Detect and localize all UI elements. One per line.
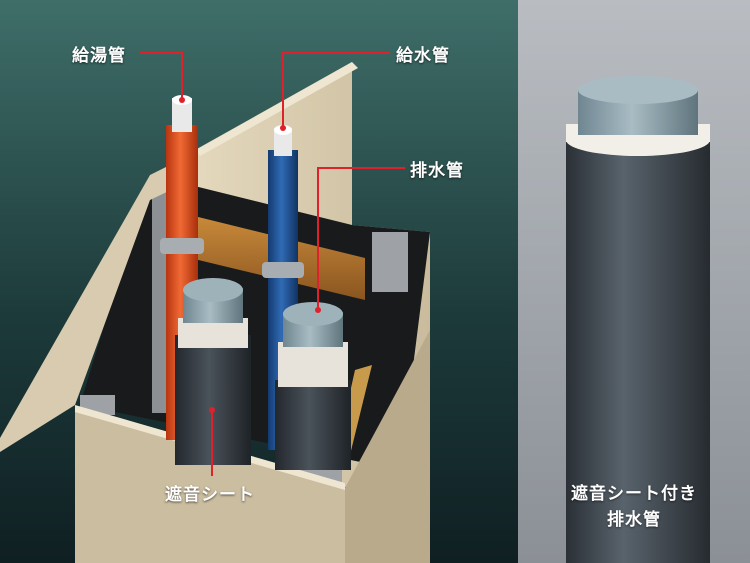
label-sound-sheet: 遮音シート <box>165 485 255 505</box>
label-hot-water-pipe: 給湯管 <box>72 46 126 66</box>
water-supply-pipe-end <box>274 128 292 156</box>
drain-pipe-1-top <box>183 278 243 302</box>
label-product-line1: 遮音シート付き <box>571 484 697 504</box>
leader-drain <box>317 167 405 310</box>
drain-pipe-2-top <box>283 302 343 326</box>
wall-board-left <box>0 152 196 452</box>
pipe-clamp-cold <box>262 262 304 278</box>
leader-sound-sheet-dot <box>209 407 215 413</box>
wall-board-front-right <box>345 330 430 563</box>
steel-stud-right <box>372 232 408 292</box>
leader-hot-water <box>140 52 183 100</box>
leader-drain-dot <box>315 307 321 313</box>
product-pipe-sheet <box>566 140 710 563</box>
leader-hot-water-dot <box>179 97 185 103</box>
leader-water-supply-dot <box>280 125 286 131</box>
label-product-line2: 排水管 <box>607 510 661 530</box>
product-pipe-top <box>578 76 698 104</box>
wall-board-front <box>75 410 345 563</box>
label-drain-pipe: 排水管 <box>410 161 464 181</box>
hot-water-pipe-end <box>172 98 192 132</box>
wall-board-top-right <box>196 62 358 156</box>
label-water-supply-pipe: 給水管 <box>396 46 450 66</box>
drain-pipe-2-sheet <box>275 380 351 470</box>
pipe-clamp-hot <box>160 238 204 254</box>
leader-water-supply <box>282 52 390 128</box>
drain-pipe-2-insulation <box>278 342 348 387</box>
